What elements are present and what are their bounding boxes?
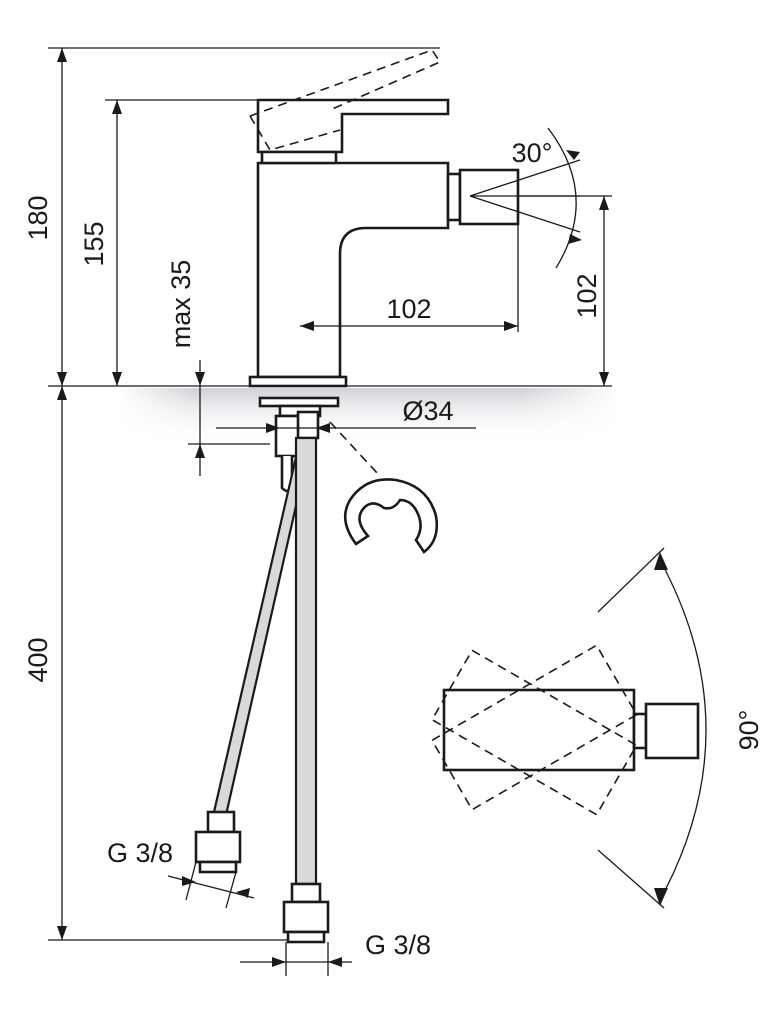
nozzle-angle-arc: [547, 127, 582, 269]
dim-max-counter: max 35: [166, 260, 196, 349]
fixing-assembly: [258, 396, 340, 493]
top-view: [430, 547, 707, 909]
clip-detail: [329, 421, 439, 554]
dim-thread-bottom: G 3/8: [365, 930, 431, 960]
mixer-body: [248, 49, 581, 388]
dim-swivel-angle: 90°: [734, 710, 764, 751]
dim-total-height: 180: [23, 195, 53, 240]
dimension-lines: [57, 48, 609, 976]
dim-spout-reach: 102: [386, 294, 431, 324]
dim-hose-length: 400: [23, 637, 53, 682]
dim-nozzle-angle: 30°: [512, 138, 553, 168]
countertop-section: [120, 388, 620, 444]
hose-right: [282, 436, 330, 944]
dim-hole-diameter: Ø34: [402, 396, 453, 426]
dim-spout-height: 102: [572, 273, 602, 318]
dim-thread-left: G 3/8: [107, 838, 173, 868]
hose-left: [194, 438, 312, 874]
dim-handle-height: 155: [79, 221, 109, 266]
